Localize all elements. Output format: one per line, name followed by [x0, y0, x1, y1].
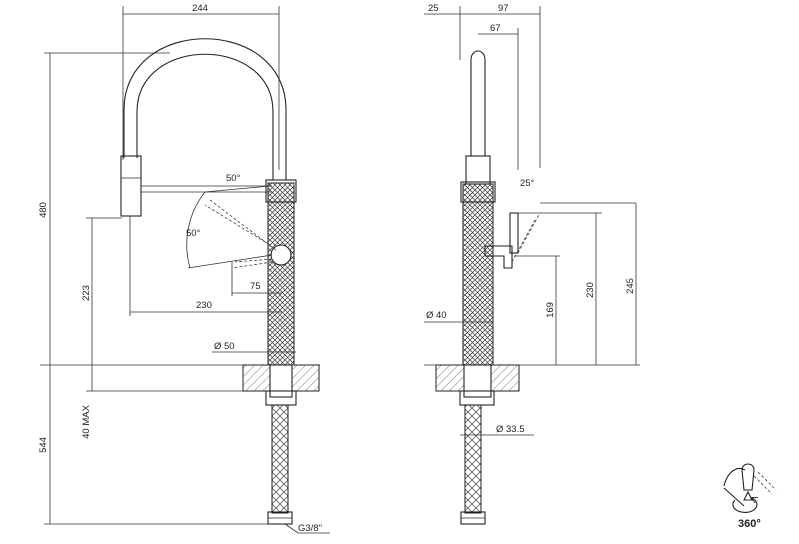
dim-75: 75 [231, 262, 282, 296]
front-view: 244 480 223 [38, 3, 330, 534]
label-223: 223 [81, 285, 92, 301]
label-dia-50: Ø 50 [214, 341, 235, 352]
dim-reach-230: 230 [129, 216, 282, 316]
braided-hose [267, 404, 293, 525]
label-dia-33: Ø 33.5 [496, 424, 525, 435]
label-360: 360° [738, 518, 761, 530]
label-480: 480 [38, 202, 49, 218]
label-544: 544 [38, 437, 49, 453]
label-angle-upper: 50° [226, 173, 241, 184]
label-230: 230 [196, 300, 212, 311]
side-knurled-body [460, 181, 496, 366]
label-connector: G3/8" [298, 523, 322, 534]
label-angle-lower: 50° [186, 228, 201, 239]
rotation-lever-icon [723, 463, 777, 514]
dim-heights-side: 169 230 245 [518, 203, 637, 365]
knurled-body [265, 179, 297, 366]
countertop-section [242, 364, 320, 406]
label-97: 97 [498, 3, 509, 14]
side-view: 25 97 67 25° Ø 40 [424, 3, 640, 525]
side-countertop-section [435, 364, 520, 406]
dim-40-max: 40 MAX [81, 365, 243, 439]
side-braided-hose [460, 404, 486, 525]
label-67: 67 [490, 23, 501, 34]
spray-head [120, 155, 272, 217]
label-245: 245 [625, 278, 636, 294]
dim-height-480: 480 [38, 52, 170, 365]
gooseneck-spout [123, 38, 287, 180]
dim-height-223: 223 [81, 217, 122, 365]
dim-connector: G3/8" [284, 523, 330, 534]
label-40-max: 40 MAX [81, 404, 92, 438]
dim-width-244: 244 [122, 3, 280, 170]
label-angle-25: 25° [520, 178, 535, 189]
label-169: 169 [545, 302, 556, 318]
dim-total-544: 544 [38, 365, 268, 525]
dim-dia-33: Ø 33.5 [460, 424, 534, 436]
label-75: 75 [250, 281, 261, 292]
side-lever [484, 202, 636, 269]
label-dia-40: Ø 40 [426, 310, 447, 321]
dim-dia-50: Ø 50 [212, 341, 296, 353]
side-spout [465, 50, 491, 185]
dim-dia-40: Ø 40 [424, 310, 493, 323]
label-244: 244 [192, 3, 208, 14]
dim-top-side: 25 97 67 [424, 3, 541, 170]
lever-handle [186, 185, 292, 269]
label-25: 25 [428, 3, 439, 14]
label-230-side: 230 [585, 282, 596, 298]
